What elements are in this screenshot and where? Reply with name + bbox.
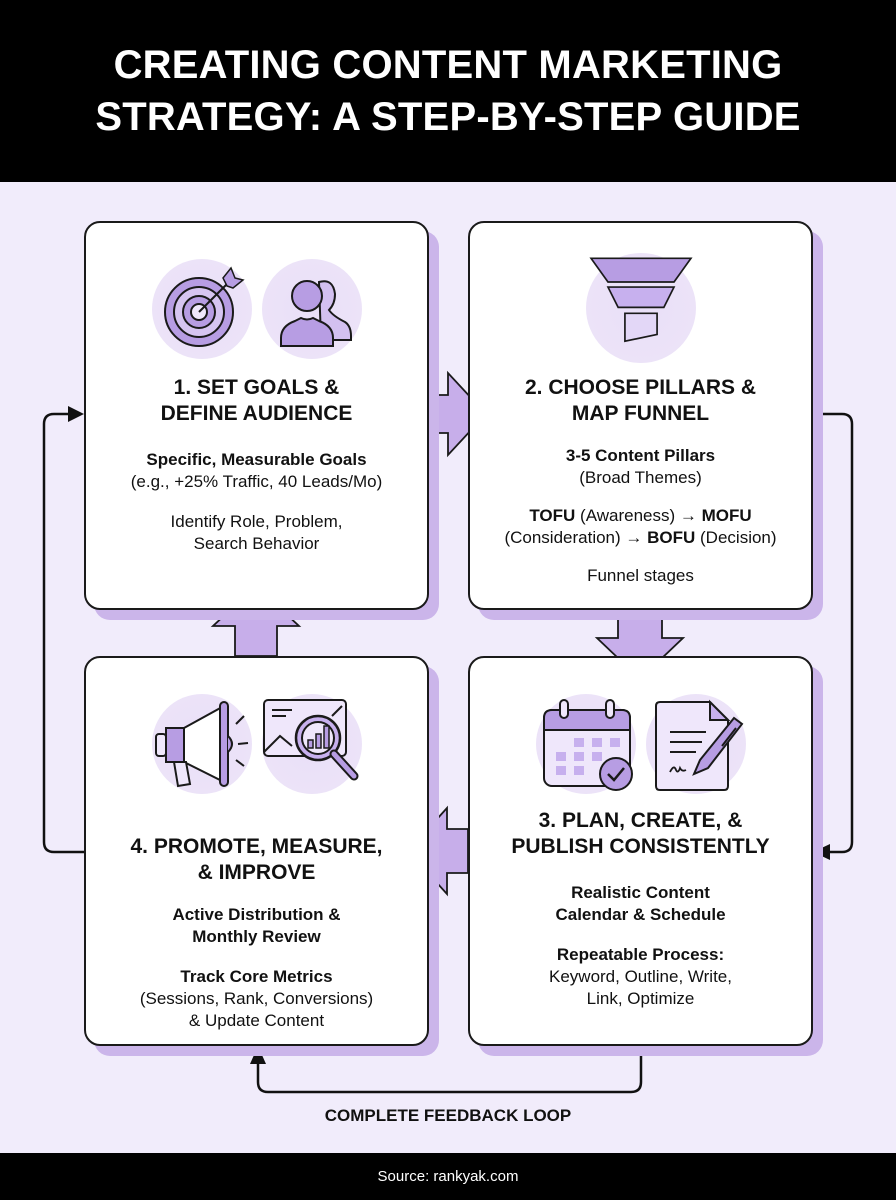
step-4-metrics-line-1: (Sessions, Rank, Conversions) <box>139 989 374 1008</box>
step-1-icons <box>86 259 427 359</box>
mofu-desc: (Consideration) → <box>504 528 648 547</box>
step-card-4: 4. PROMOTE, MEASURE, & IMPROVE Active Di… <box>84 656 429 1046</box>
source-credit: Source: rankyak.com <box>377 1168 519 1185</box>
funnel-icon <box>585 253 696 363</box>
step-3-title-line-2: PUBLISH CONSISTENTLY <box>511 835 770 858</box>
document-pen-icon <box>645 694 746 794</box>
header-banner: CREATING CONTENT MARKETING STRATEGY: A S… <box>0 0 896 182</box>
connector-4-to-1-arrowhead <box>68 406 84 422</box>
step-1-body: Specific, Measurable Goals (e.g., +25% T… <box>86 449 427 569</box>
step-4-title: 4. PROMOTE, MEASURE, & IMPROVE <box>86 834 427 886</box>
step-4-distribution-line-1: Active Distribution & <box>172 905 341 924</box>
bofu-label: BOFU <box>647 528 696 547</box>
mofu-label: MOFU <box>701 506 752 525</box>
footer-banner: Source: rankyak.com <box>0 1153 896 1200</box>
step-1-goals-heading: Specific, Measurable Goals <box>146 450 367 469</box>
step-3-process-line-1: Keyword, Outline, Write, <box>549 967 732 986</box>
calendar-check-icon <box>535 694 636 794</box>
step-2-title-line-1: 2. CHOOSE PILLARS & <box>524 376 757 399</box>
step-3-body: Realistic Content Calendar & Schedule Re… <box>470 882 811 1024</box>
step-4-metrics-line-2: & Update Content <box>188 1011 325 1030</box>
step-2-body: 3-5 Content Pillars (Broad Themes) TOFU … <box>470 445 811 601</box>
step-1-title-line-1: 1. SET GOALS & <box>173 376 340 399</box>
connector-2-to-3-line <box>813 412 854 854</box>
step-3-title: 3. PLAN, CREATE, & PUBLISH CONSISTENTLY <box>470 808 811 860</box>
connector-2-to-3-arrowhead <box>813 844 830 860</box>
tofu-label: TOFU <box>529 506 576 525</box>
step-card-3: 3. PLAN, CREATE, & PUBLISH CONSISTENTLY … <box>468 656 813 1046</box>
step-4-icons <box>86 694 427 794</box>
step-1-goals-example: (e.g., +25% Traffic, 40 Leads/Mo) <box>130 472 383 491</box>
step-2-pillars-heading: 3-5 Content Pillars <box>565 446 716 465</box>
step-1-audience-line-1: Identify Role, Problem, <box>170 512 343 531</box>
step-3-calendar-line-2: Calendar & Schedule <box>555 905 726 924</box>
step-1-audience-line-2: Search Behavior <box>193 534 320 553</box>
title-line-2: STRATEGY: A STEP-BY-STEP GUIDE <box>95 95 801 139</box>
step-card-1: 1. SET GOALS & DEFINE AUDIENCE Specific,… <box>84 221 429 610</box>
analytics-magnifier-icon <box>261 694 362 794</box>
step-3-process-line-2: Link, Optimize <box>586 989 695 1008</box>
megaphone-icon <box>151 694 252 794</box>
step-4-title-line-1: 4. PROMOTE, MEASURE, <box>130 835 383 858</box>
step-2-funnel-caption: Funnel stages <box>587 566 694 585</box>
step-4-title-line-2: & IMPROVE <box>197 861 316 884</box>
feedback-loop-line <box>256 1046 643 1094</box>
step-3-process-heading: Repeatable Process: <box>556 945 725 964</box>
bofu-desc: (Decision) <box>695 528 777 547</box>
step-2-pillars-desc: (Broad Themes) <box>579 468 702 487</box>
step-card-2: 2. CHOOSE PILLARS & MAP FUNNEL 3-5 Conte… <box>468 221 813 610</box>
page-title: CREATING CONTENT MARKETING STRATEGY: A S… <box>95 39 800 143</box>
step-3-title-line-1: 3. PLAN, CREATE, & <box>538 809 743 832</box>
step-3-calendar-line-1: Realistic Content <box>571 883 710 902</box>
title-line-1: CREATING CONTENT MARKETING <box>113 43 783 87</box>
step-1-title-line-2: DEFINE AUDIENCE <box>160 402 353 425</box>
target-icon <box>151 259 252 359</box>
step-4-body: Active Distribution & Monthly Review Tra… <box>86 904 427 1046</box>
step-1-title: 1. SET GOALS & DEFINE AUDIENCE <box>86 375 427 427</box>
feedback-loop-label: COMPLETE FEEDBACK LOOP <box>324 1106 572 1125</box>
step-2-icons <box>470 249 811 363</box>
connector-4-to-1-line <box>42 412 84 854</box>
step-4-distribution-line-2: Monthly Review <box>192 927 321 946</box>
step-2-title-line-2: MAP FUNNEL <box>571 402 710 425</box>
step-3-icons <box>470 694 811 794</box>
step-4-metrics-heading: Track Core Metrics <box>180 967 333 986</box>
audience-icon <box>261 259 362 359</box>
tofu-desc: (Awareness) → <box>575 506 702 525</box>
step-2-title: 2. CHOOSE PILLARS & MAP FUNNEL <box>470 375 811 427</box>
feedback-loop-arrowhead <box>250 1046 266 1064</box>
